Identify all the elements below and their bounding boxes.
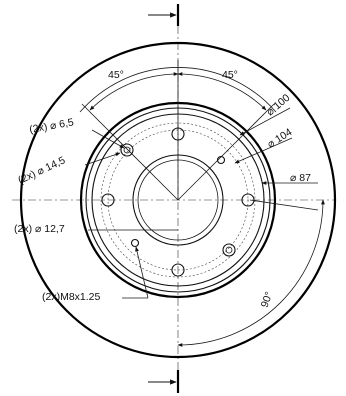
outer-disc-edge [19, 41, 337, 359]
angle-bottom-label: 90° [259, 290, 276, 309]
angle-arc-90 [177, 199, 325, 347]
hole-12-7-label: (2x) ⌀ 12,7 [14, 223, 65, 235]
section-cut-top [148, 4, 180, 26]
angle-left-label: 45° [108, 69, 124, 81]
hole-6-5-label: (2x) ⌀ 6,5 [28, 116, 74, 136]
bolt-holes [101, 127, 255, 277]
angle-right-label: 45° [222, 69, 238, 81]
dim-104-label: ⌀ 104 [265, 126, 294, 150]
dim-87-label: ⌀ 87 [290, 172, 311, 184]
section-cut-bottom [148, 370, 180, 393]
thread-label: (2x)M8x1.25 [42, 291, 101, 303]
